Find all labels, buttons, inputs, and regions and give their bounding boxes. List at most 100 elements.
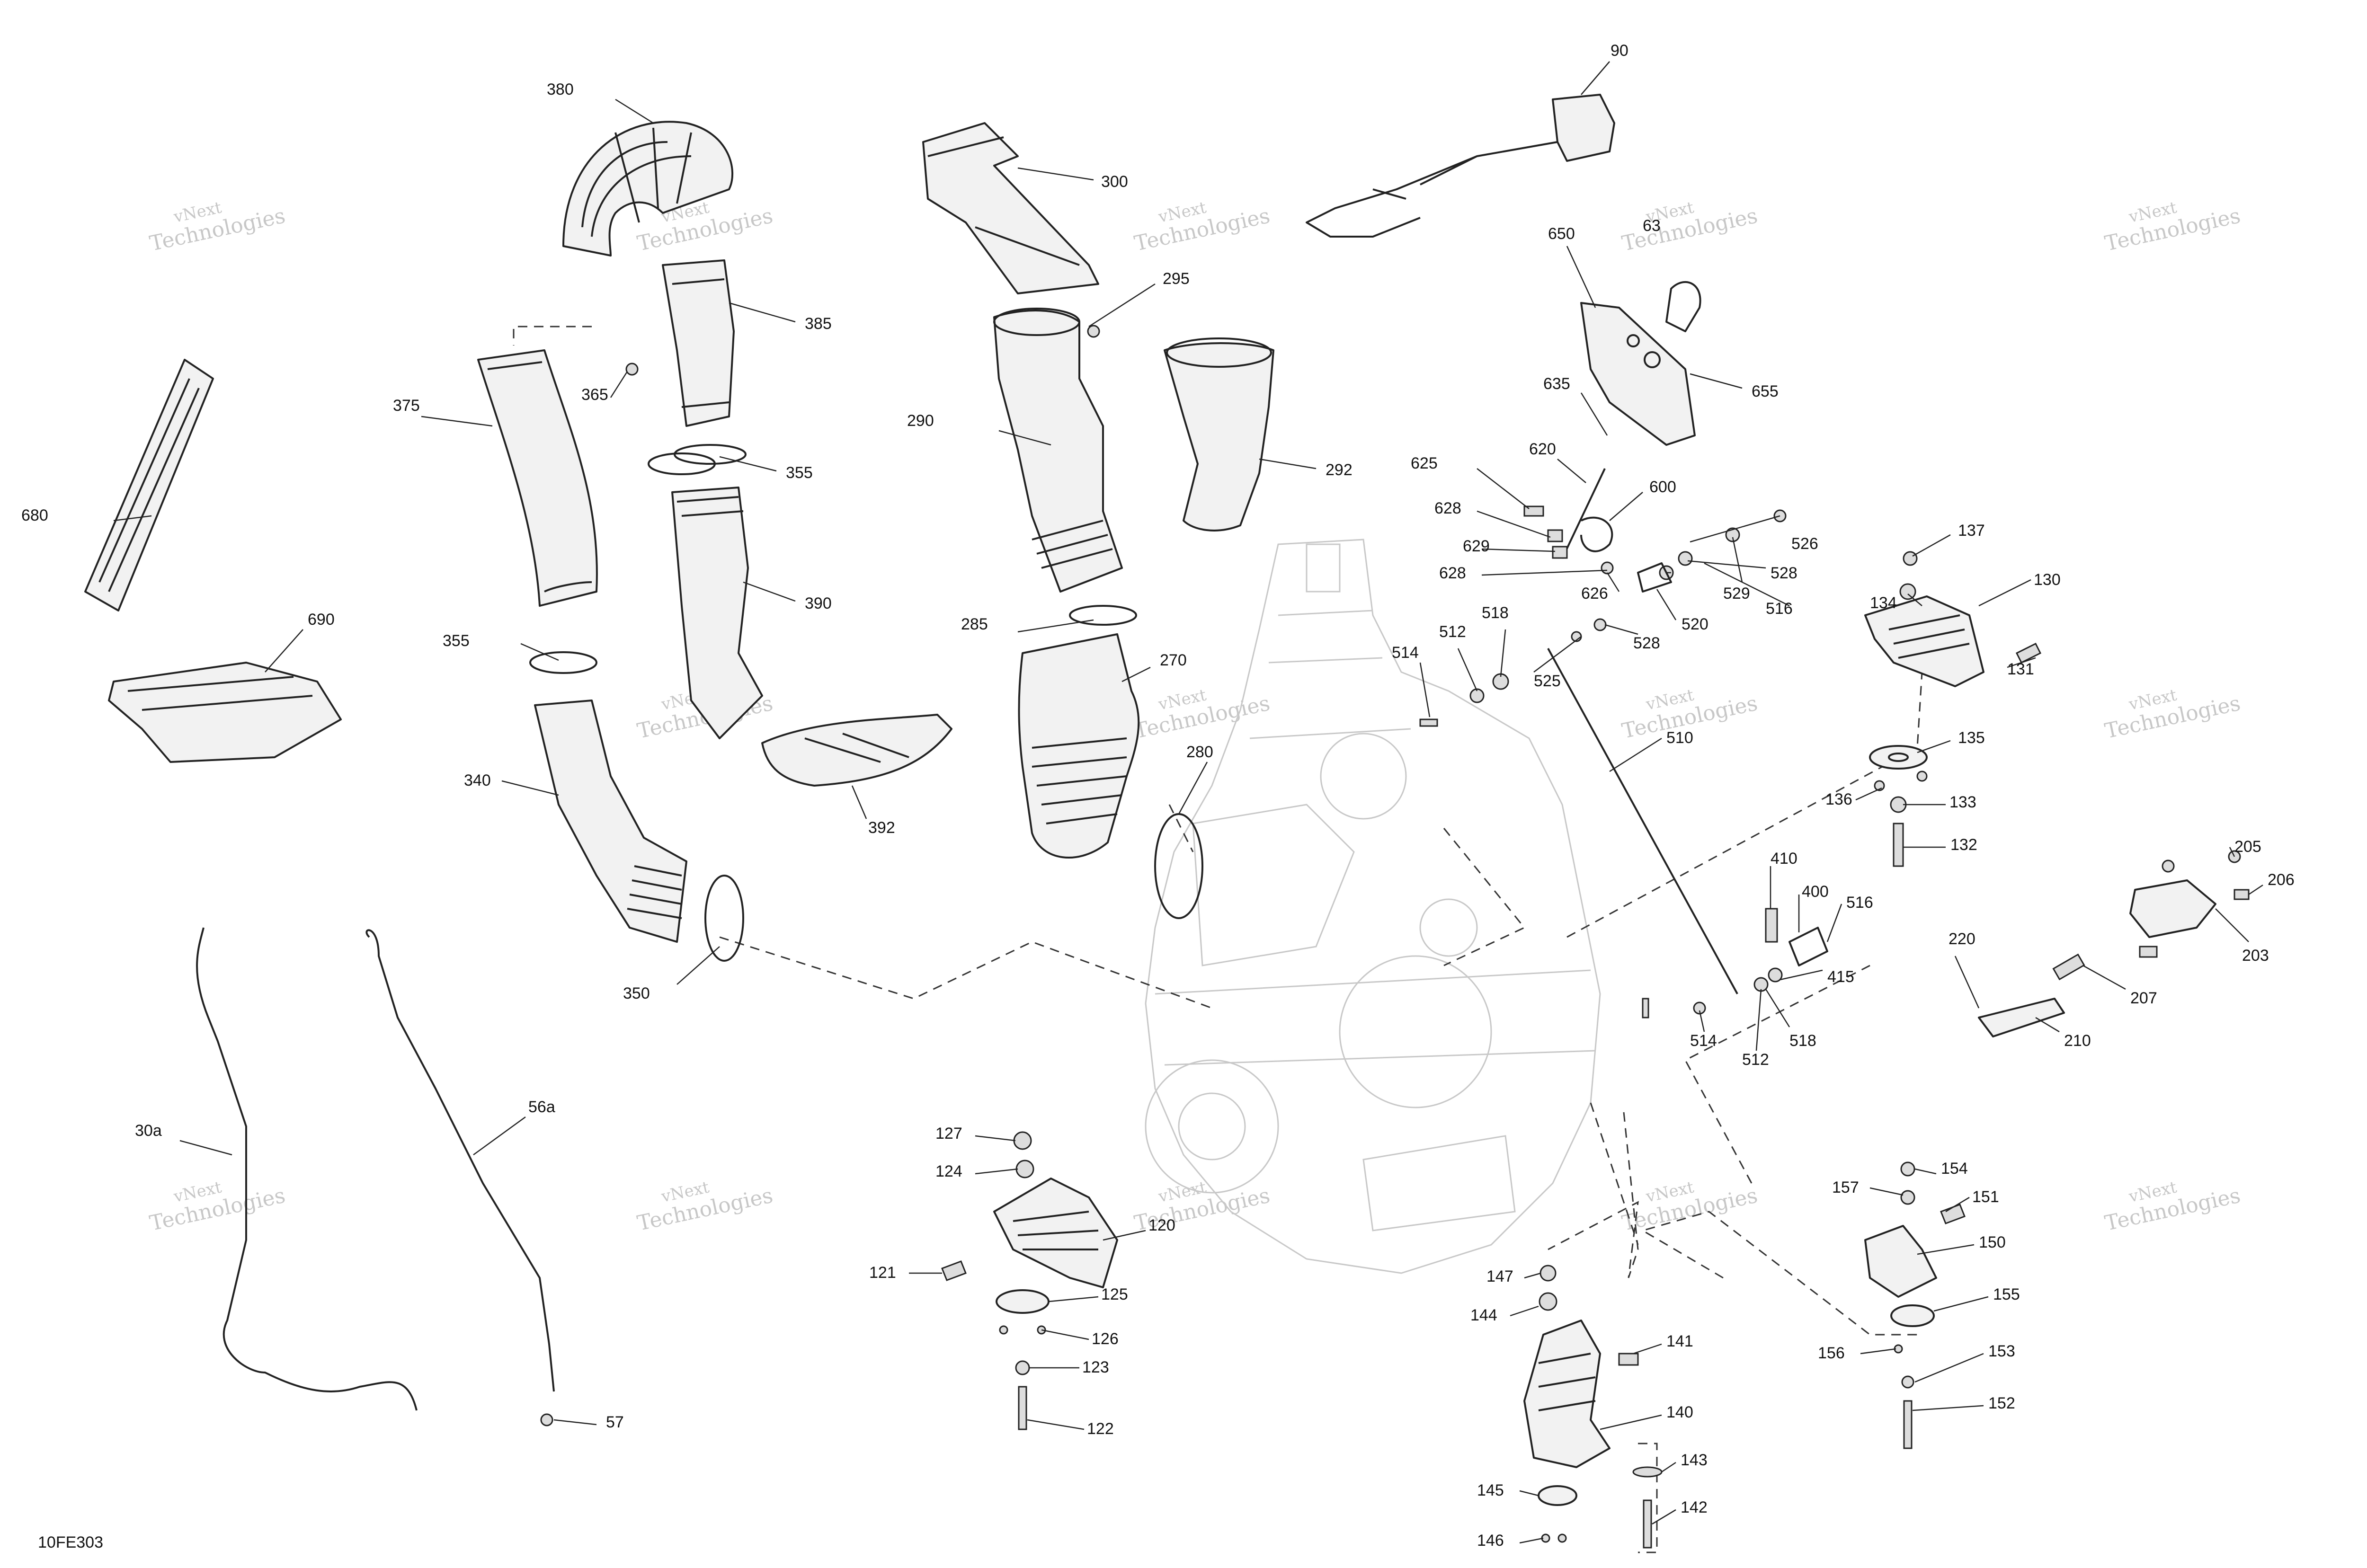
leader-lines <box>113 61 2263 1544</box>
watermark: vNext Technologies <box>2103 198 2242 256</box>
callout-628: 628 <box>1439 564 1466 582</box>
part-long-rod <box>1547 648 1738 994</box>
callout-280: 280 <box>1186 743 1213 761</box>
callout-126: 126 <box>1092 1330 1119 1348</box>
callout-30a: 30a <box>135 1122 162 1140</box>
callout-156: 156 <box>1818 1344 1845 1362</box>
callout-355: 355 <box>786 464 813 482</box>
callout-157: 157 <box>1832 1178 1859 1196</box>
callout-131: 131 <box>2007 660 2034 678</box>
callout-290: 290 <box>907 412 934 430</box>
callout-410: 410 <box>1771 850 1797 868</box>
callout-141: 141 <box>1666 1332 1693 1350</box>
callout-206: 206 <box>2268 871 2295 889</box>
part-vent-tube-56a <box>365 929 555 1392</box>
watermark: vNext Technologies <box>2103 1178 2242 1235</box>
callout-390: 390 <box>805 594 832 612</box>
part-mount-150 <box>1864 1161 1966 1449</box>
callout-340: 340 <box>464 771 491 789</box>
part-sleeve <box>1164 337 1274 532</box>
callout-514: 514 <box>1392 644 1419 662</box>
part-scoop <box>761 714 952 787</box>
callout-120: 120 <box>1148 1216 1175 1234</box>
callout-518: 518 <box>1789 1032 1816 1050</box>
callout-518: 518 <box>1482 604 1509 622</box>
callout-600: 600 <box>1649 478 1676 496</box>
callout-142: 142 <box>1681 1498 1708 1516</box>
diagram-code: 10FE303 <box>38 1533 103 1551</box>
callout-155: 155 <box>1993 1285 2020 1303</box>
part-left-duct <box>477 349 598 607</box>
part-upper-duct <box>662 259 735 427</box>
part-front-mount <box>941 1131 1118 1430</box>
callout-415: 415 <box>1827 968 1854 986</box>
callout-300: 300 <box>1101 173 1128 191</box>
callout-380: 380 <box>547 80 574 98</box>
callout-270: 270 <box>1160 651 1187 669</box>
callout-207: 207 <box>2130 989 2157 1007</box>
part-shifter-housing <box>1580 281 1701 446</box>
callout-140: 140 <box>1666 1403 1693 1421</box>
callout-136: 136 <box>1825 790 1852 808</box>
callout-350: 350 <box>623 984 650 1002</box>
dashed-assembly-lines <box>513 326 1923 1553</box>
watermark: vNext Technologies <box>148 1178 287 1235</box>
callout-620: 620 <box>1529 440 1556 458</box>
callout-629: 629 <box>1463 537 1490 555</box>
callout-510: 510 <box>1666 729 1693 747</box>
callout-525: 525 <box>1534 672 1561 690</box>
callout-153: 153 <box>1988 1342 2015 1360</box>
part-bracket-210 <box>1978 953 2085 1037</box>
callout-292: 292 <box>1326 461 1353 479</box>
callout-205: 205 <box>2234 838 2261 856</box>
callout-516: 516 <box>1846 894 1873 912</box>
parts <box>84 94 2250 1549</box>
callout-56a: 56a <box>528 1098 555 1116</box>
callout-520: 520 <box>1682 615 1709 633</box>
engine-outline <box>1145 539 1601 1274</box>
watermark: vNext Technologies <box>2103 685 2242 743</box>
callout-285: 285 <box>961 615 988 633</box>
part-switch-harness <box>1306 94 1615 238</box>
watermark: vNext Technologies <box>1620 198 1760 256</box>
callout-626: 626 <box>1581 585 1608 602</box>
callout-512: 512 <box>1742 1051 1769 1069</box>
callout-625: 625 <box>1411 454 1438 472</box>
callout-514: 514 <box>1690 1032 1717 1050</box>
part-clamp <box>529 651 597 674</box>
part-intake-tube <box>993 308 1123 593</box>
callout-labels: 90 380 300 650 63 385 295 655 365 635 37… <box>21 42 2295 1550</box>
part-bottom-duct <box>534 700 744 962</box>
callout-655: 655 <box>1752 382 1779 400</box>
callout-143: 143 <box>1681 1451 1708 1469</box>
callout-635: 635 <box>1543 375 1570 393</box>
watermark: vNext Technologies <box>1132 198 1272 256</box>
callout-529: 529 <box>1723 585 1750 602</box>
callout-147: 147 <box>1486 1267 1513 1285</box>
callout-144: 144 <box>1470 1306 1497 1324</box>
part-plug-57 <box>540 1413 553 1426</box>
watermark: vNext Technologies <box>635 1178 775 1235</box>
part-filter-panel <box>84 359 214 611</box>
callout-150: 150 <box>1979 1233 2006 1251</box>
callout-154: 154 <box>1941 1160 1968 1178</box>
callout-57: 57 <box>606 1413 624 1431</box>
part-clamp <box>674 444 747 465</box>
callout-122: 122 <box>1087 1420 1114 1438</box>
part-plenum <box>1018 605 1140 859</box>
callout-130: 130 <box>2034 571 2061 589</box>
part-air-elbow <box>562 121 733 257</box>
callout-400: 400 <box>1802 883 1829 901</box>
part-damper-135 <box>1869 745 1928 867</box>
callout-365: 365 <box>581 386 608 404</box>
watermark: vNext Technologies <box>1620 1178 1760 1235</box>
part-side-mount <box>1523 1265 1663 1549</box>
callout-375: 375 <box>393 397 420 415</box>
callout-125: 125 <box>1101 1285 1128 1303</box>
callout-528: 528 <box>1633 634 1660 652</box>
callout-152: 152 <box>1988 1394 2015 1412</box>
callout-526: 526 <box>1791 535 1818 553</box>
callout-355: 355 <box>443 632 470 650</box>
part-sensor-203 <box>2129 850 2250 958</box>
